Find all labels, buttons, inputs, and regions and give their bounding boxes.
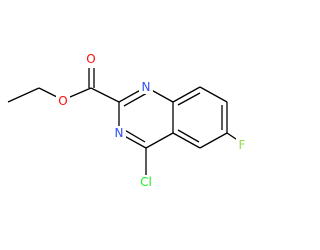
atom-labels-layer: O O N N Cl F	[56, 52, 249, 189]
atom-n3: N	[112, 126, 126, 140]
atom-cl-label: Cl	[140, 175, 152, 189]
atom-f-label: F	[239, 138, 246, 152]
bond-c5-c4a-a	[172, 132, 201, 149]
bond-c8a-c8-b	[177, 92, 201, 106]
bond-c4-n3-b	[122, 128, 146, 143]
atom-n3-label: N	[115, 126, 124, 140]
bond-c8a-c8-a	[172, 86, 201, 103]
bond-c-carbonyl-c2	[90, 87, 120, 103]
bond-c2-n1-b	[123, 92, 148, 107]
atom-n1-label: N	[142, 80, 151, 94]
atom-o-ester-label: O	[58, 94, 67, 108]
atom-o-carbonyl: O	[84, 52, 98, 66]
chemical-structure-diagram: O O N N Cl F	[7, 52, 249, 189]
atom-n1: N	[139, 80, 153, 94]
bond-c5-c4a-b	[177, 129, 200, 143]
bonds-layer	[7, 68, 246, 175]
bond-ch3-ch2	[7, 87, 40, 103]
atom-f: F	[236, 138, 249, 152]
bond-c4a-c4	[145, 132, 174, 149]
bond-c8-c7	[199, 86, 228, 103]
atom-o-carbonyl-label: O	[86, 52, 95, 66]
atom-o-ester: O	[56, 94, 70, 108]
atom-cl: Cl	[136, 175, 156, 189]
bond-c6-c5	[199, 132, 228, 149]
